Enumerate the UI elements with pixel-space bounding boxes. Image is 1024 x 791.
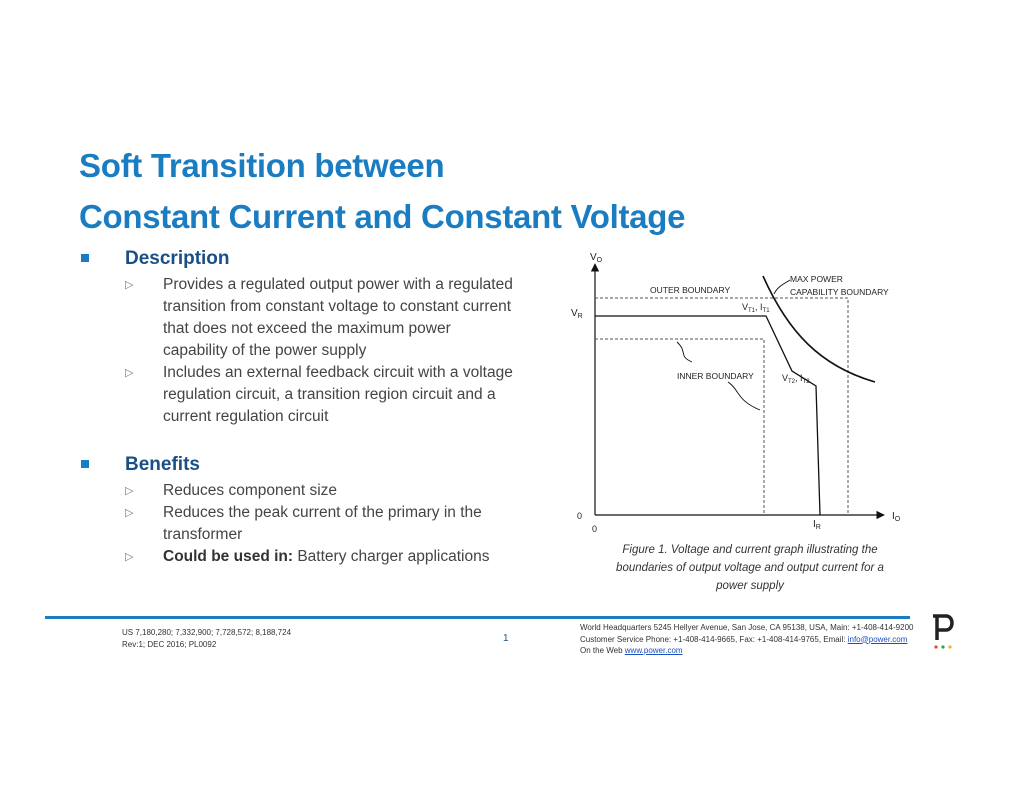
- figure-caption: Figure 1. Voltage and current graph illu…: [616, 544, 884, 592]
- triangle-bullet-icon: ▷: [125, 507, 134, 519]
- web-line: On the Web www.power.com: [580, 646, 683, 655]
- footer-left: US 7,180,280; 7,332,900; 7,728,572; 8,18…: [122, 627, 291, 651]
- operating-curve: [595, 315, 821, 516]
- footer-divider: [45, 616, 910, 619]
- inner-boundary-leader-lower: [727, 381, 761, 411]
- v-r-label: VR: [571, 308, 583, 320]
- y-axis-label: VO: [590, 252, 603, 264]
- max-power-curve: [762, 275, 876, 383]
- max-power-label-2: CAPABILITY BOUNDARY: [790, 287, 889, 297]
- could-be-used-label: Could be used in:: [163, 548, 294, 565]
- title-line-2: Constant Current and Constant Voltage: [79, 198, 686, 235]
- voltage-current-graph: VO IO 0 0 VR IR VT1, IT1 VT2, IT2 OUTER …: [571, 252, 901, 534]
- inner-boundary-line: [595, 338, 765, 515]
- max-power-leader: [773, 279, 791, 295]
- list-item: ▷ Reduces component size: [125, 480, 519, 502]
- footer-contact: World Headquarters 5245 Hellyer Avenue, …: [580, 622, 913, 657]
- benefits-section: Benefits ▷ Reduces component size ▷ Redu…: [79, 452, 519, 568]
- list-item: ▷ Could be used in: Battery charger appl…: [125, 546, 519, 568]
- power-integrations-logo-icon: [933, 614, 954, 649]
- origin-x-label: 0: [592, 524, 597, 534]
- description-section: Description ▷ Provides a regulated outpu…: [79, 246, 519, 428]
- revision-info: Rev:1; DEC 2016; PL0092: [122, 640, 217, 649]
- email-link[interactable]: info@power.com: [847, 634, 908, 644]
- triangle-bullet-icon: ▷: [125, 551, 134, 563]
- description-heading: Description: [79, 246, 519, 272]
- point-t1-label: VT1, IT1: [742, 302, 770, 314]
- x-axis-label: IO: [892, 511, 901, 523]
- description-list: ▷ Provides a regulated output power with…: [79, 274, 519, 428]
- could-be-used-value: Battery charger applications: [293, 548, 490, 565]
- inner-boundary-leader: [676, 341, 693, 363]
- outer-boundary-label: OUTER BOUNDARY: [650, 285, 730, 295]
- square-bullet-icon: [81, 460, 89, 468]
- page-number: 1: [503, 633, 509, 644]
- max-power-label-1: MAX POWER: [790, 274, 843, 284]
- headquarters-address: World Headquarters 5245 Hellyer Avenue, …: [580, 623, 914, 632]
- square-bullet-icon: [81, 254, 89, 262]
- list-item: ▷ Includes an external feedback circuit …: [125, 364, 513, 425]
- website-link[interactable]: www.power.com: [624, 646, 683, 655]
- inner-boundary-label: INNER BOUNDARY: [677, 371, 754, 381]
- patent-numbers: US 7,180,280; 7,332,900; 7,728,572; 8,18…: [122, 628, 292, 637]
- triangle-bullet-icon: ▷: [125, 367, 134, 379]
- title-line-1: Soft Transition between: [79, 147, 445, 184]
- origin-y-label: 0: [577, 511, 582, 521]
- i-r-label: IR: [813, 519, 821, 531]
- triangle-bullet-icon: ▷: [125, 485, 134, 497]
- list-item: ▷ Reduces the peak current of the primar…: [125, 504, 482, 543]
- slide-title: Soft Transition between Constant Current…: [79, 140, 685, 242]
- triangle-bullet-icon: ▷: [125, 279, 134, 291]
- benefits-list: ▷ Reduces component size ▷ Reduces the p…: [79, 480, 519, 568]
- benefits-heading: Benefits: [79, 452, 519, 478]
- list-item: ▷ Provides a regulated output power with…: [125, 276, 513, 359]
- point-t2-label: VT2, IT2: [782, 373, 810, 385]
- outer-boundary-line: [595, 297, 849, 515]
- customer-service-line: Customer Service Phone: +1-408-414-9665,…: [580, 634, 908, 644]
- content-column: Description ▷ Provides a regulated outpu…: [79, 246, 519, 568]
